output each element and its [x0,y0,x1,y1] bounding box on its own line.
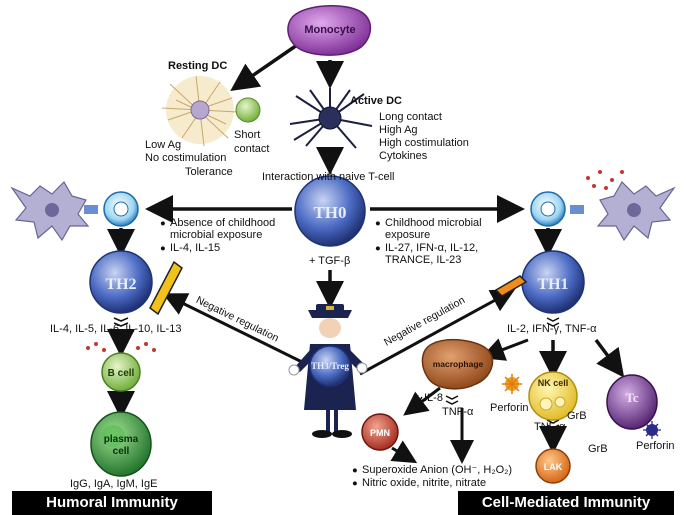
output-bullet-2: ● [352,478,358,489]
active-dc-note-1: Long contact [379,111,442,123]
pmn-label: PMN [370,428,390,438]
arrow-neg-reg-left [162,293,303,364]
arrow-macrophage-to-pmn [403,386,441,416]
pmn-cell: PMN [361,413,399,451]
tc-cell: Tc [606,374,658,430]
plasma-cell: plasma cell [90,411,152,477]
th2-cell: TH2 [89,250,153,314]
left-apc-cell [10,181,98,242]
arrow-th1-to-tc [594,338,625,378]
arrow-pmn-to-outputs [390,440,418,464]
cell-mediated-immunity-banner: Cell-Mediated Immunity [458,491,674,515]
macrophage-cell: macrophage [421,338,494,390]
resting-dc-tolerance: Tolerance [185,166,233,178]
lak-cell: LAK [535,448,571,484]
resting-dc-cell [161,75,239,147]
right-condition-2: exposure [385,229,431,241]
humoral-immunity-banner: Humoral Immunity [12,491,212,515]
resting-dc-low-ag: Low Ag [145,139,182,151]
secretion-marks [113,317,560,429]
treg-police-figure: TH3/Treg [288,304,368,438]
resting-dc-no-costimulation: No costimulation [145,152,227,164]
arrow-monocyte-to-resting-dc [230,41,301,91]
cytokine-dots-right-apc [586,170,624,190]
th1-cell: TH1 [521,250,585,314]
right-condition-4: TRANCE, IL-23 [385,254,462,266]
tc-label: Tc [625,390,638,405]
left-condition-1: Absence of childhood [170,217,276,229]
nk-cell-label: NK cell [538,378,569,388]
nk-cell: NK cell [528,371,578,421]
th2-cytokines-label: IL-4, IL-5, IL-6, IL-10, IL-13 [50,323,182,335]
output-nitric-oxide: Nitric oxide, nitrite, nitrate [362,477,487,489]
macrophage-label: macrophage [433,359,484,369]
right-condition-3: IL-27, IFN-α, IL-12, [385,242,479,254]
negative-regulation-left-label: Negative regulation [194,294,281,345]
left-condition-bullet-2: ● [160,243,166,254]
active-dc-cell [289,88,373,149]
th1-shield [494,275,528,297]
output-superoxide: Superoxide Anion (OH⁻, H₂O₂) [362,464,513,476]
th1-label: TH1 [537,276,568,293]
left-condition-3: IL-4, IL-15 [170,242,221,254]
resting-dc-tcell [235,97,261,123]
antibodies-label: IgG, IgA, IgM, IgE [70,478,158,490]
tgf-beta-label: + TGF-β [309,255,351,267]
resting-dc-contact: contact [234,143,270,155]
il8-label: IL-8 [424,392,443,404]
perforin-burst-tc [643,421,661,439]
grb-nk-label: GrB [567,410,587,422]
b-cell: B cell [101,352,141,392]
arrow-th1-to-macrophage [480,338,529,361]
arrows [107,41,625,464]
active-dc-note-3: High costimulation [379,137,469,149]
b-cell-label: B cell [108,368,135,379]
treg-label: TH3/Treg [311,361,349,371]
th2-shield [149,260,183,316]
monocyte-label: Monocyte [304,24,355,36]
nk-tnf-label: TNF-α [534,421,566,433]
active-dc-title: Active DC [350,95,402,107]
arrow-neg-reg-right [359,289,516,376]
perforin-burst-nk [502,374,522,394]
grb-tc-label: GrB [588,443,608,455]
left-tcr-cell [103,191,139,227]
resting-dc-title: Resting DC [168,60,228,72]
perforin-tc-label: Perforin [636,440,675,452]
left-condition-bullet-1: ● [160,218,166,229]
perforin-nk-label: Perforin [490,402,529,414]
right-tcr-cell [530,191,566,227]
monocyte-cell: Monocyte [287,5,372,56]
plasma-cell-label-2: cell [113,446,130,457]
output-bullet-1: ● [352,465,358,476]
lak-label: LAK [544,462,563,472]
th1-cytokines-label: IL-2, IFN-γ, TNF-α [507,323,597,335]
right-condition-bullet-2: ● [375,243,381,254]
right-condition-bullet-1: ● [375,218,381,229]
active-dc-note-2: High Ag [379,124,418,136]
interaction-label: Interaction with naive T-cell [262,171,395,183]
plasma-cell-label-1: plasma [104,434,139,445]
active-dc-note-4: Cytokines [379,150,428,162]
th2-label: TH2 [105,276,136,293]
cytokine-dots-th2 [86,342,156,352]
th0-cell: TH0 [294,175,366,247]
resting-dc-short: Short [234,129,261,141]
th0-label: TH0 [313,203,346,222]
left-condition-2: microbial exposure [170,229,263,241]
right-condition-1: Childhood microbial [385,217,482,229]
macrophage-tnf-label: TNF-α [442,406,474,418]
right-apc-cell [570,181,676,242]
